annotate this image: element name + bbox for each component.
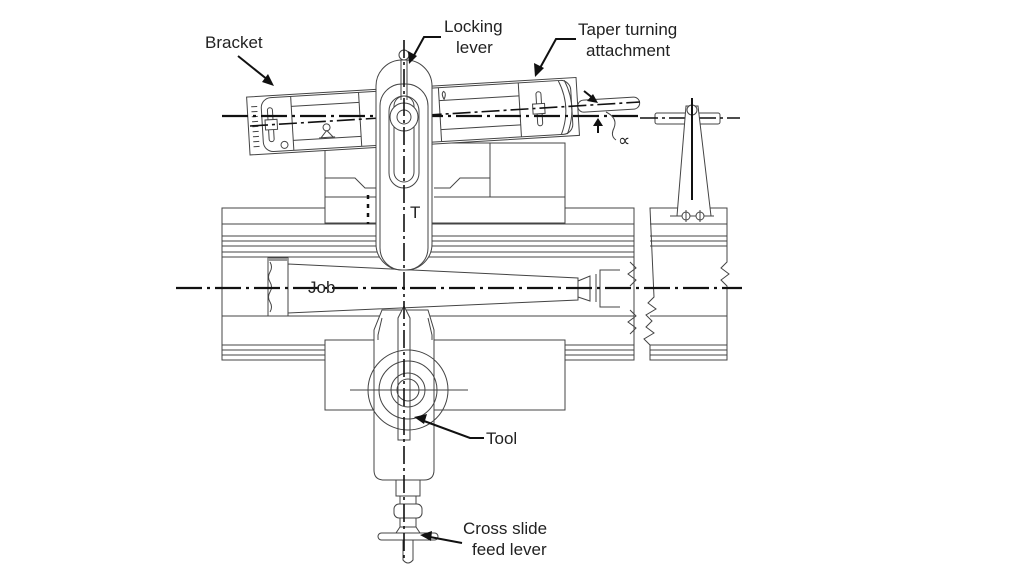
label-alpha: ∝	[618, 131, 630, 150]
lathe-bed-right	[644, 208, 729, 360]
label-taper-line1: Taper turning	[578, 20, 677, 39]
saddle-upper	[325, 143, 565, 223]
label-locking-lever-line2: lever	[456, 38, 493, 57]
label-taper-line2: attachment	[586, 41, 670, 60]
label-taper-attachment: Taper turning attachment	[534, 20, 677, 77]
label-cross-slide-line2: feed lever	[472, 540, 547, 559]
cross-slide-feed-lever	[378, 480, 438, 563]
link-bracket-right	[640, 98, 740, 222]
break-line	[628, 262, 636, 286]
taper-turning-attachment	[247, 74, 642, 155]
label-tool-text: Tool	[486, 429, 517, 448]
label-bracket: Bracket	[205, 33, 274, 86]
label-cross-slide: Cross slide feed lever	[420, 519, 547, 559]
label-job: Job	[308, 278, 335, 297]
label-locking-lever-line1: Locking	[444, 17, 503, 36]
label-locking-lever: Locking lever	[408, 17, 503, 64]
label-bracket-text: Bracket	[205, 33, 263, 52]
break-line	[628, 310, 636, 334]
label-t-marker: T	[410, 203, 420, 222]
label-cross-slide-line1: Cross slide	[463, 519, 547, 538]
